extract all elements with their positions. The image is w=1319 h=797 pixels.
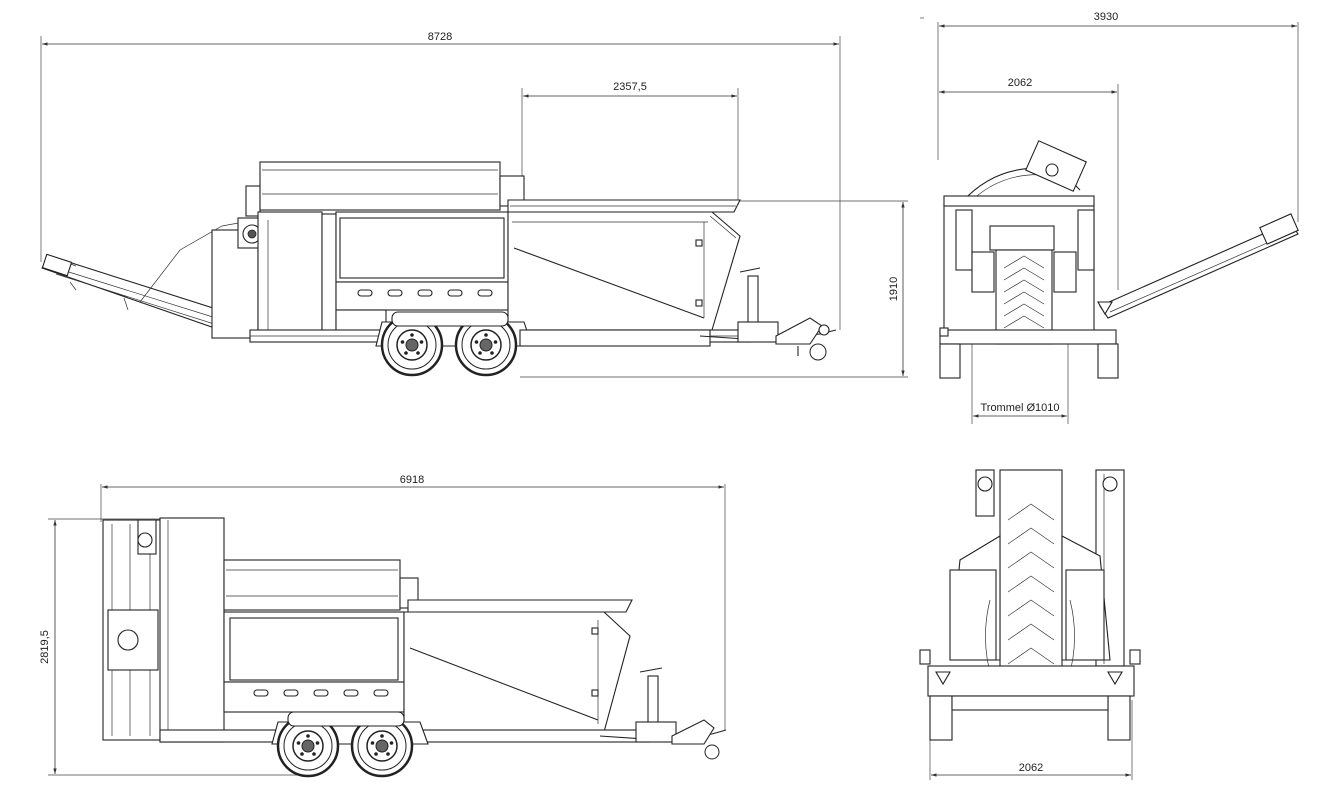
dim-hopper-length: 2357,5 bbox=[523, 81, 737, 98]
dim-label-trommel: Trommel Ø1010 bbox=[980, 402, 1059, 414]
side-discharge-conveyor bbox=[41, 221, 245, 335]
dim-transport-height: 2819,5 bbox=[39, 520, 57, 774]
side-main-body bbox=[259, 161, 741, 341]
dim-label-2062-front: 2062 bbox=[1008, 77, 1032, 89]
dim-front-body-width: 2062 bbox=[939, 77, 1117, 94]
dim-label-1910: 1910 bbox=[888, 277, 900, 301]
dim-front-total-width: 3930 bbox=[939, 11, 1297, 28]
dim-label-2357-5: 2357,5 bbox=[613, 81, 647, 93]
rear-view-transport: 2062 bbox=[919, 469, 1141, 780]
side-view-transport: 6918 2819,5 bbox=[39, 474, 727, 778]
dim-side-height: 1910 bbox=[888, 202, 905, 376]
dim-side-total-length: 8728 bbox=[42, 31, 839, 46]
dim-transport-length: 6918 bbox=[102, 474, 724, 489]
dim-label-8728: 8728 bbox=[428, 31, 452, 43]
front-belt-chevrons bbox=[1003, 255, 1045, 329]
dim-trommel-diameter: Trommel Ø1010 bbox=[973, 402, 1067, 418]
dim-label-2819-5: 2819,5 bbox=[39, 630, 51, 664]
side-view-working: 8728 2357,5 1910 bbox=[40, 31, 908, 378]
dim-label-6918: 6918 bbox=[400, 474, 424, 486]
front-view-working: 3930 2062 Trommel Ø1010 bbox=[920, 11, 1299, 424]
dim-label-3930: 3930 bbox=[1094, 11, 1118, 23]
dim-label-2062-rear: 2062 bbox=[1019, 762, 1043, 774]
dim-rear-width: 2062 bbox=[931, 762, 1131, 777]
rear-belt-chevrons bbox=[1007, 503, 1055, 665]
